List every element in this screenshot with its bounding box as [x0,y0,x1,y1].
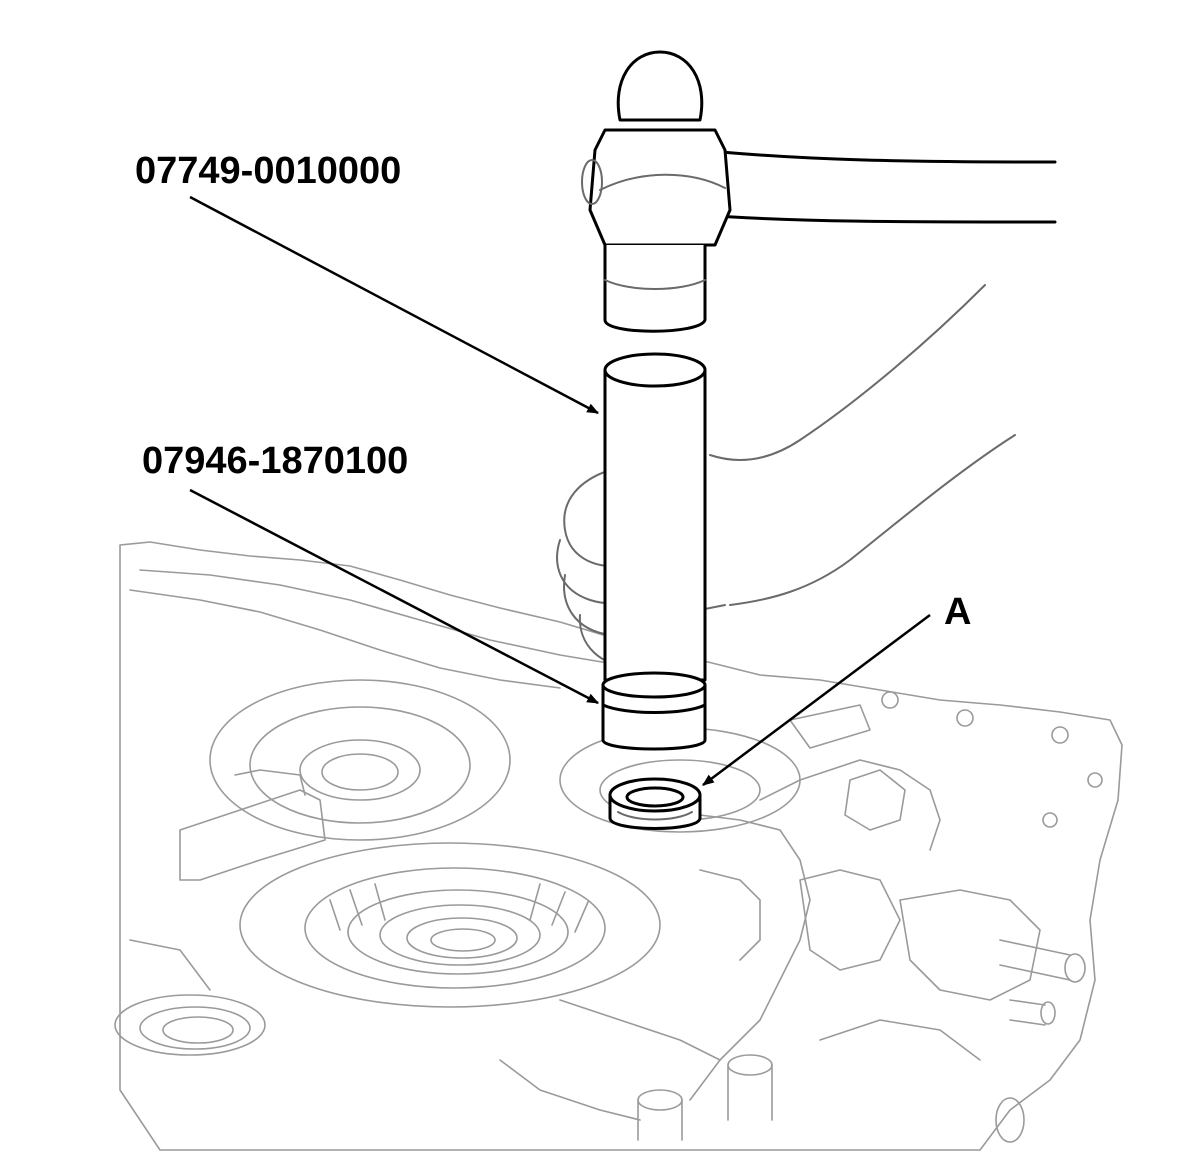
oil-seal-a [608,777,702,830]
hammer [581,50,1057,333]
label-driver-part-number: 07749-0010000 [135,150,401,192]
label-attachment-part-number: 07946-1870100 [142,440,408,482]
attachment-tool [601,671,707,751]
leader-line-attachment [189,488,600,705]
leader-line-part-a [702,613,931,787]
label-part-a: A [944,591,971,633]
driver-tool [603,352,707,682]
leader-line-driver [189,195,600,415]
transmission-case [114,541,1123,1151]
